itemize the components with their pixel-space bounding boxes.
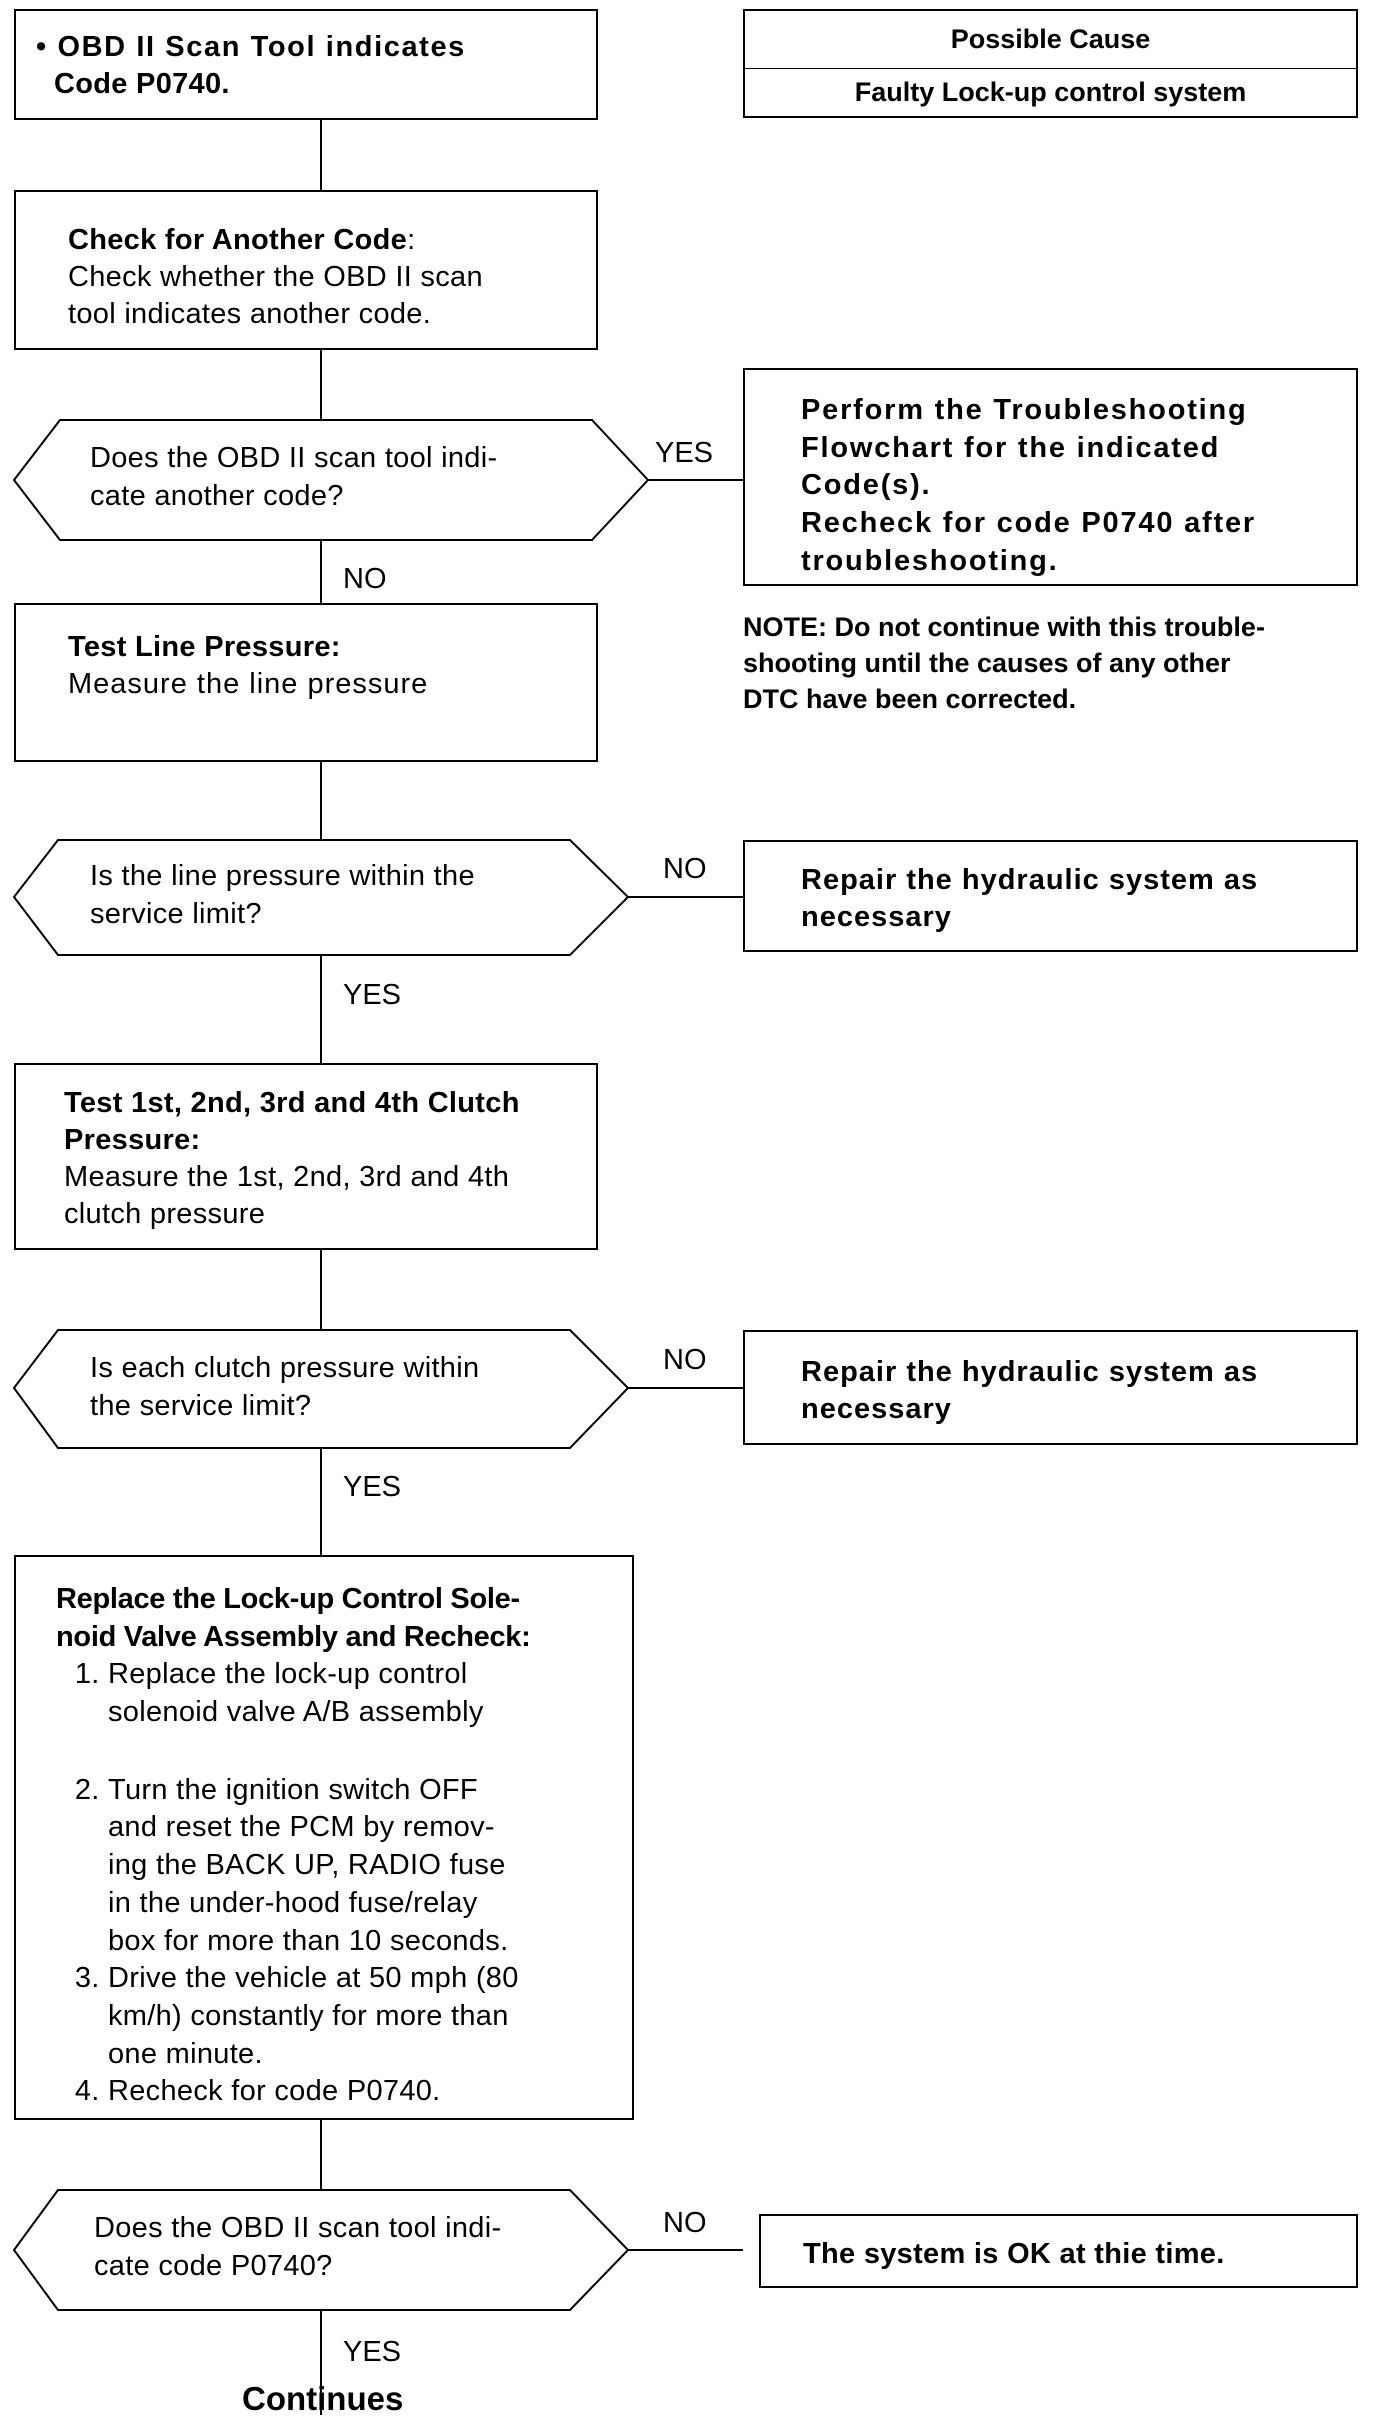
replace-step-4-line-1: Recheck for code P0740.: [108, 2075, 441, 2108]
decision-another-code-yes-label: YES: [655, 437, 714, 469]
decision-clutch-pressure-yes-label: YES: [343, 1471, 402, 1503]
perform-line-3: Code(s).: [801, 469, 932, 502]
decision-final-code-line-1: Does the OBD II scan tool indi-: [94, 2212, 502, 2244]
system-ok-text: The system is OK at thie time.: [803, 2238, 1225, 2270]
perform-line-5: troubleshooting.: [801, 544, 1059, 577]
replace-step-4: Recheck for code P0740.: [108, 2073, 612, 2111]
replace-steps-list: Replace the lock-up control solenoid val…: [56, 1656, 612, 2111]
test-clutch-pressure-title-2: Pressure:: [64, 1124, 201, 1157]
start-line-1: • OBD II Scan Tool indicates: [36, 29, 576, 66]
test-line-pressure-box: Test Line Pressure: Measure the line pre…: [14, 603, 598, 762]
note-text: NOTE: Do not continue with this trouble-…: [743, 610, 1265, 718]
decision-line-pressure-no-label: NO: [663, 853, 707, 885]
replace-step-2-line-1: Turn the ignition switch OFF: [108, 1773, 478, 1806]
perform-troubleshooting-box: Perform the Troubleshooting Flowchart fo…: [743, 368, 1358, 586]
perform-line-2: Flowchart for the indicated: [801, 431, 1221, 464]
repair-2-line-1: Repair the hydraulic system as: [801, 1356, 1259, 1388]
decision-line-pressure-text: Is the line pressure within the service …: [90, 858, 475, 933]
check-another-code-line-1: Check whether the OBD II scan: [68, 261, 483, 294]
start-box: • OBD II Scan Tool indicates Code P0740.: [14, 9, 598, 120]
decision-line-pressure-line-1: Is the line pressure within the: [90, 860, 475, 892]
check-another-code-title-row: Check for Another Code:: [68, 222, 576, 259]
continues-label: Continues: [242, 2380, 404, 2417]
test-clutch-pressure-box: Test 1st, 2nd, 3rd and 4th Clutch Pressu…: [14, 1063, 598, 1250]
decision-line-pressure-line-2: service limit?: [90, 897, 262, 930]
perform-line-4: Recheck for code P0740 after: [801, 507, 1256, 540]
decision-clutch-pressure-line-1: Is each clutch pressure within: [90, 1352, 480, 1384]
perform-line-1: Perform the Troubleshooting: [801, 394, 1248, 426]
replace-solenoid-box: Replace the Lock-up Control Sole- noid V…: [14, 1555, 634, 2120]
replace-step-2-line-3: ing the BACK UP, RADIO fuse: [108, 1849, 506, 1882]
decision-final-code-line-2: cate code P0740?: [94, 2249, 333, 2282]
check-another-code-line-2: tool indicates another code.: [68, 298, 432, 331]
note-line-1: NOTE: Do not continue with this trouble-: [743, 612, 1265, 642]
replace-title-2: noid Valve Assembly and Recheck:: [56, 1620, 531, 1653]
replace-step-3-line-2: km/h) constantly for more than: [108, 1999, 509, 2032]
replace-step-3-line-3: one minute.: [108, 2037, 263, 2070]
decision-final-code-text: Does the OBD II scan tool indi- cate cod…: [94, 2210, 501, 2285]
repair-1-line-2: necessary: [801, 901, 952, 934]
replace-step-2: Turn the ignition switch OFF and reset t…: [108, 1772, 612, 1960]
test-clutch-pressure-title-1: Test 1st, 2nd, 3rd and 4th Clutch: [64, 1087, 520, 1119]
start-text-1: OBD II Scan Tool indicates: [57, 31, 466, 63]
decision-another-code-line-1: Does the OBD II scan tool indi-: [90, 442, 498, 474]
repair-hydraulic-box-2: Repair the hydraulic system as necessary: [743, 1330, 1358, 1445]
start-bullet: •: [36, 31, 48, 63]
replace-step-3-line-1: Drive the vehicle at 50 mph (80: [108, 1962, 519, 1995]
check-another-code-box: Check for Another Code: Check whether th…: [14, 190, 598, 350]
test-line-pressure-title: Test Line Pressure:: [68, 631, 341, 663]
decision-another-code-no-label: NO: [343, 563, 387, 595]
replace-title-1: Replace the Lock-up Control Sole-: [56, 1583, 520, 1615]
decision-line-pressure-yes-label: YES: [343, 979, 402, 1011]
start-text-2: Code P0740.: [54, 68, 230, 101]
test-clutch-pressure-line-2: clutch pressure: [64, 1198, 266, 1231]
note-line-3: DTC have been corrected.: [743, 683, 1077, 714]
decision-final-code-yes-label: YES: [343, 2336, 402, 2368]
replace-step-2-line-2: and reset the PCM by remov-: [108, 1811, 495, 1844]
replace-step-1: Replace the lock-up control solenoid val…: [108, 1656, 612, 1731]
decision-shape-final-code: [12, 2189, 630, 2311]
decision-shape-clutch-pressure: [12, 1329, 630, 1449]
replace-step-1-line-2: solenoid valve A/B assembly: [108, 1696, 484, 1729]
repair-2-line-2: necessary: [801, 1393, 952, 1426]
decision-another-code-line-2: cate another code?: [90, 479, 344, 512]
repair-1-line-1: Repair the hydraulic system as: [801, 864, 1259, 896]
check-another-code-colon: :: [407, 224, 416, 256]
check-another-code-title: Check for Another Code: [68, 224, 408, 256]
decision-final-code-no-label: NO: [663, 2207, 707, 2239]
decision-clutch-pressure-no-label: NO: [663, 1344, 707, 1376]
replace-step-1-line-1: Replace the lock-up control: [108, 1658, 468, 1691]
repair-hydraulic-box-1: Repair the hydraulic system as necessary: [743, 840, 1358, 952]
possible-cause-header: Possible Cause: [743, 9, 1358, 69]
test-line-pressure-line-1: Measure the line pressure: [68, 668, 429, 701]
replace-step-3: Drive the vehicle at 50 mph (80 km/h) co…: [108, 1960, 612, 2073]
replace-step-2-line-4: in the under-hood fuse/relay: [108, 1886, 478, 1919]
system-ok-box: The system is OK at thie time.: [759, 2214, 1358, 2288]
decision-another-code-text: Does the OBD II scan tool indi- cate ano…: [90, 440, 497, 515]
decision-clutch-pressure-line-2: the service limit?: [90, 1389, 312, 1422]
decision-clutch-pressure-text: Is each clutch pressure within the servi…: [90, 1350, 479, 1425]
note-line-2: shooting until the causes of any other: [743, 647, 1231, 678]
possible-cause-value: Faulty Lock-up control system: [743, 68, 1358, 118]
test-clutch-pressure-line-1: Measure the 1st, 2nd, 3rd and 4th: [64, 1161, 510, 1194]
replace-step-2-line-5: box for more than 10 seconds.: [108, 1924, 509, 1957]
decision-shape-another-code: [12, 419, 650, 541]
decision-shape-line-pressure: [12, 839, 630, 956]
